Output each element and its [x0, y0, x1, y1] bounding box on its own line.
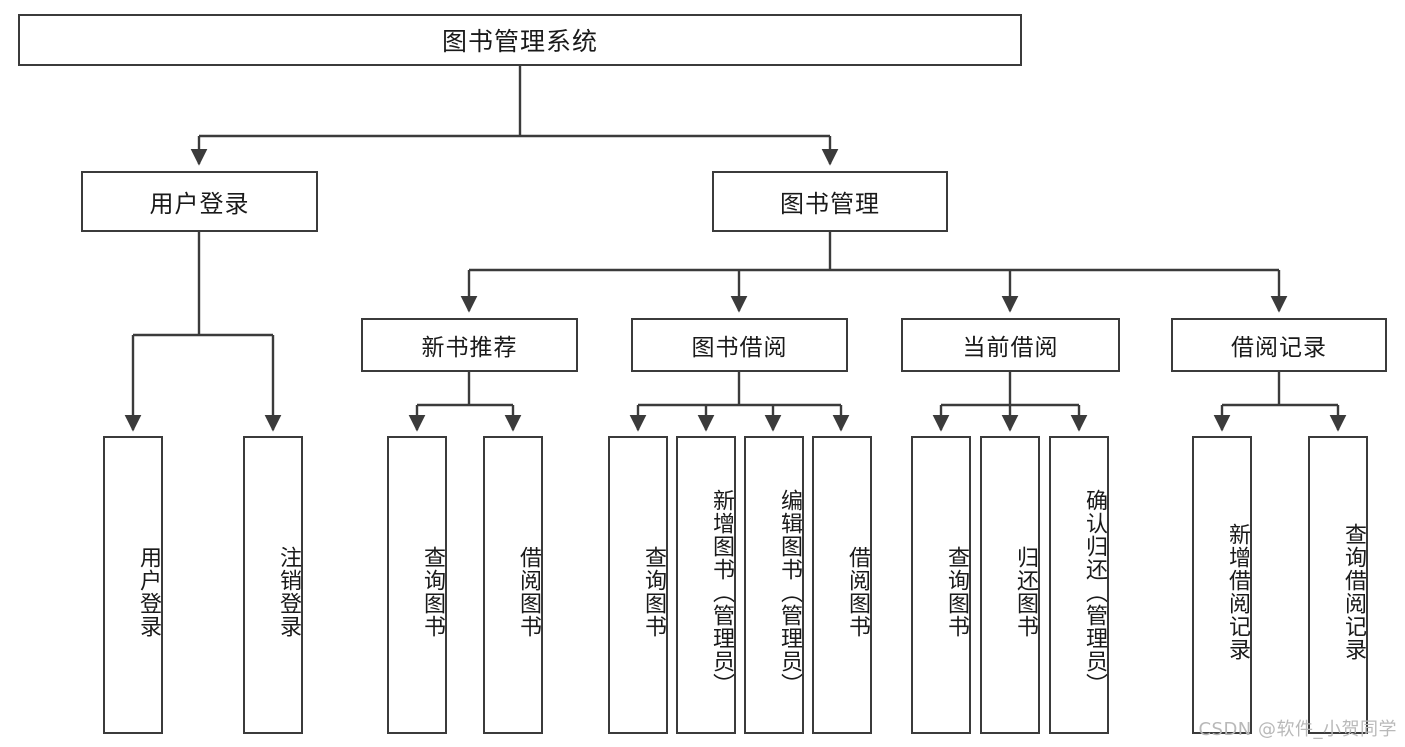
- node-label: 查询图书: [944, 546, 969, 638]
- leaf-book-borrow-borrow-book[interactable]: 借阅图书: [812, 436, 872, 734]
- node-label: 借阅图书: [845, 546, 870, 638]
- node-label: 当前借阅: [962, 335, 1059, 361]
- node-label: 用户登录: [149, 190, 250, 218]
- node-book-management[interactable]: 图书管理: [712, 171, 948, 232]
- node-label: 新书推荐: [421, 335, 518, 361]
- node-label: 图书借阅: [691, 335, 788, 361]
- node-label: 用户登录: [136, 546, 161, 638]
- node-current-borrow[interactable]: 当前借阅: [901, 318, 1120, 372]
- leaf-user-login-logout[interactable]: 注销登录: [243, 436, 303, 734]
- node-label: 确认归还（管理员）: [1082, 488, 1107, 696]
- leaf-new-book-query-book[interactable]: 查询图书: [387, 436, 447, 734]
- leaf-book-borrow-edit-book-admin[interactable]: 编辑图书（管理员）: [744, 436, 804, 734]
- node-root-book-management-system[interactable]: 图书管理系统: [18, 14, 1022, 66]
- watermark: CSDN @软件_小贺同学: [1198, 719, 1397, 740]
- node-borrow-record[interactable]: 借阅记录: [1171, 318, 1387, 372]
- node-book-borrow[interactable]: 图书借阅: [631, 318, 848, 372]
- leaf-borrow-record-query-record[interactable]: 查询借阅记录: [1308, 436, 1368, 734]
- node-label: 查询图书: [420, 546, 445, 638]
- node-label: 图书管理: [780, 190, 880, 218]
- leaf-current-borrow-query-book[interactable]: 查询图书: [911, 436, 971, 734]
- leaf-current-borrow-return-book[interactable]: 归还图书: [980, 436, 1040, 734]
- node-label: 查询图书: [641, 546, 666, 638]
- node-label: 图书管理系统: [441, 27, 598, 56]
- node-label: 借阅图书: [516, 546, 541, 638]
- node-label: 注销登录: [276, 546, 301, 638]
- node-label: 归还图书: [1013, 546, 1038, 638]
- leaf-book-borrow-add-book-admin[interactable]: 新增图书（管理员）: [676, 436, 736, 734]
- node-new-book-recommend[interactable]: 新书推荐: [361, 318, 578, 372]
- node-label: 新增图书（管理员）: [709, 488, 734, 696]
- leaf-current-borrow-confirm-return-admin[interactable]: 确认归还（管理员）: [1049, 436, 1109, 734]
- node-label: 编辑图书（管理员）: [777, 488, 802, 696]
- node-label: 新增借阅记录: [1225, 523, 1250, 661]
- leaf-user-login-login[interactable]: 用户登录: [103, 436, 163, 734]
- node-label: 借阅记录: [1231, 335, 1327, 361]
- leaf-book-borrow-query-book[interactable]: 查询图书: [608, 436, 668, 734]
- leaf-new-book-borrow-book[interactable]: 借阅图书: [483, 436, 543, 734]
- leaf-borrow-record-add-record[interactable]: 新增借阅记录: [1192, 436, 1252, 734]
- node-user-login[interactable]: 用户登录: [81, 171, 318, 232]
- node-label: 查询借阅记录: [1341, 523, 1366, 661]
